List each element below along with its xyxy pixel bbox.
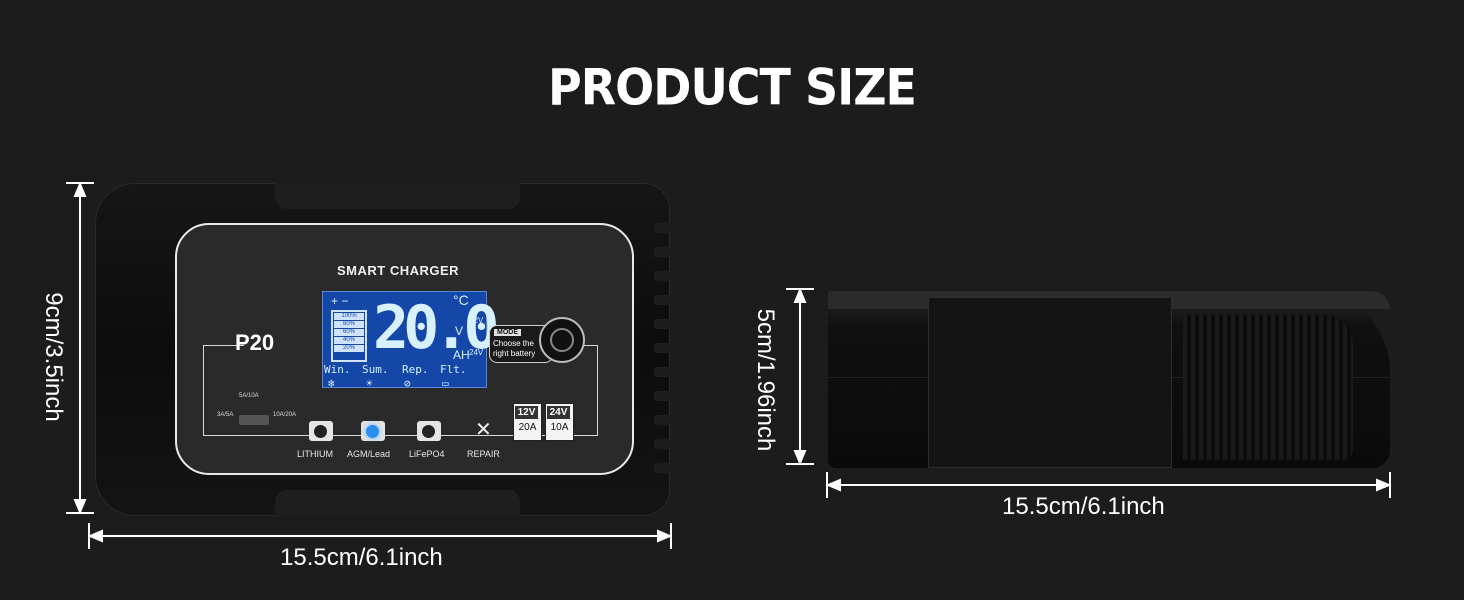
vent-slot (654, 463, 670, 473)
lcd-reading: 20.0 (373, 293, 499, 363)
vent-slot (654, 415, 670, 425)
12v-indicator: 12V (469, 316, 484, 325)
arrow-head (1376, 478, 1392, 492)
mode-hint-line: right battery (493, 349, 536, 358)
switch-top-label: 5A/10A (239, 393, 259, 399)
lithium-button[interactable] (309, 421, 333, 441)
front-height-label: 9cm/3.5inch (40, 292, 67, 422)
arrow-head (87, 529, 103, 543)
vent-slot (654, 295, 670, 305)
panel-outline (581, 345, 598, 436)
charger-side-view (828, 291, 1390, 468)
level-bar: 20% (334, 345, 364, 352)
arrow-head (793, 287, 807, 303)
battery-float-icon: ▭ (442, 377, 449, 390)
mode-winter: Win. (324, 363, 351, 376)
vent-slot (654, 439, 670, 449)
voltage-value: 24V (547, 406, 570, 419)
vent-slot (654, 319, 670, 329)
fingerprint-touch-icon[interactable] (539, 317, 585, 363)
voltage-value: 12V (515, 406, 538, 419)
control-panel: SMART CHARGER P20 + − 100% 80% 60% 40% 2… (175, 223, 634, 475)
amp-value: 10A (550, 422, 569, 433)
24v-indicator: 24V (469, 348, 484, 357)
vent-slot (654, 367, 670, 377)
front-top-tab (275, 183, 520, 209)
lcd-display: + − 100% 80% 60% 40% 20% 20.0 °C V AH 12… (322, 291, 499, 388)
vent-slot (654, 247, 670, 257)
front-bottom-tab (275, 490, 520, 516)
button-label: AGM/Lead (347, 449, 391, 459)
voltage-box-24v: 24V 10A (545, 403, 574, 441)
button-indicator (366, 425, 379, 438)
voltage-box-12v: 12V 20A (513, 403, 542, 441)
panel-outline (203, 435, 598, 437)
vent-slot (654, 223, 670, 233)
agm-lead-button[interactable] (361, 421, 385, 441)
mode-hint: Choose the right battery (493, 339, 535, 359)
model-label: P20 (235, 330, 275, 355)
mode-summer: Sum. (362, 363, 389, 376)
front-width-label: 15.5cm/6.1inch (280, 544, 443, 571)
charger-front-view: SMART CHARGER P20 + − 100% 80% 60% 40% 2… (95, 183, 670, 516)
level-bar: 40% (334, 337, 364, 344)
button-indicator (314, 425, 327, 438)
repair-wrench-icon[interactable]: ✕ (475, 419, 492, 441)
level-bar: 80% (334, 321, 364, 328)
button-label: LiFePO4 (409, 449, 445, 459)
battery-level-bars: 100% 80% 60% 40% 20% (331, 310, 367, 362)
button-indicator (422, 425, 435, 438)
mode-label: MODE (494, 329, 521, 336)
battery-icon: + − (331, 294, 349, 308)
mode-float: Flt. (440, 363, 467, 376)
arrow-head (657, 529, 673, 543)
arrow-head (825, 478, 841, 492)
arrow-head (73, 181, 87, 197)
snowflake-icon: ❄ (328, 377, 335, 390)
repair-icon: ⊘ (404, 377, 411, 390)
arrow-head (73, 499, 87, 515)
side-grip-ribs (1183, 315, 1353, 460)
arrow-head (793, 450, 807, 466)
side-center-band (928, 297, 1172, 468)
celsius-unit: °C (453, 292, 469, 308)
switch-right-label: 10A/20A (273, 412, 297, 418)
current-switch[interactable] (239, 415, 269, 425)
amp-hour-unit: AH (453, 348, 470, 362)
side-width-label: 15.5cm/6.1inch (1002, 493, 1165, 520)
level-bar: 60% (334, 329, 364, 336)
volt-unit: V (455, 324, 464, 338)
lifepo4-button[interactable] (417, 421, 441, 441)
vent-slot (654, 271, 670, 281)
panel-header: SMART CHARGER (337, 263, 460, 278)
mode-hint-line: Choose the (493, 339, 534, 348)
sun-icon: ☀ (366, 377, 373, 390)
amp-value: 20A (518, 422, 537, 433)
side-height-label: 5cm/1.96inch (752, 308, 779, 452)
page-title: PRODUCT SIZE (548, 57, 917, 117)
vent-slot (654, 391, 670, 401)
level-bar: 100% (334, 313, 364, 320)
button-label: REPAIR (467, 449, 500, 459)
switch-left-label: 3A/5A (217, 412, 234, 418)
panel-outline (203, 345, 244, 436)
button-label: LITHIUM (297, 449, 333, 459)
mode-repair: Rep. (402, 363, 429, 376)
vent-slot (654, 343, 670, 353)
